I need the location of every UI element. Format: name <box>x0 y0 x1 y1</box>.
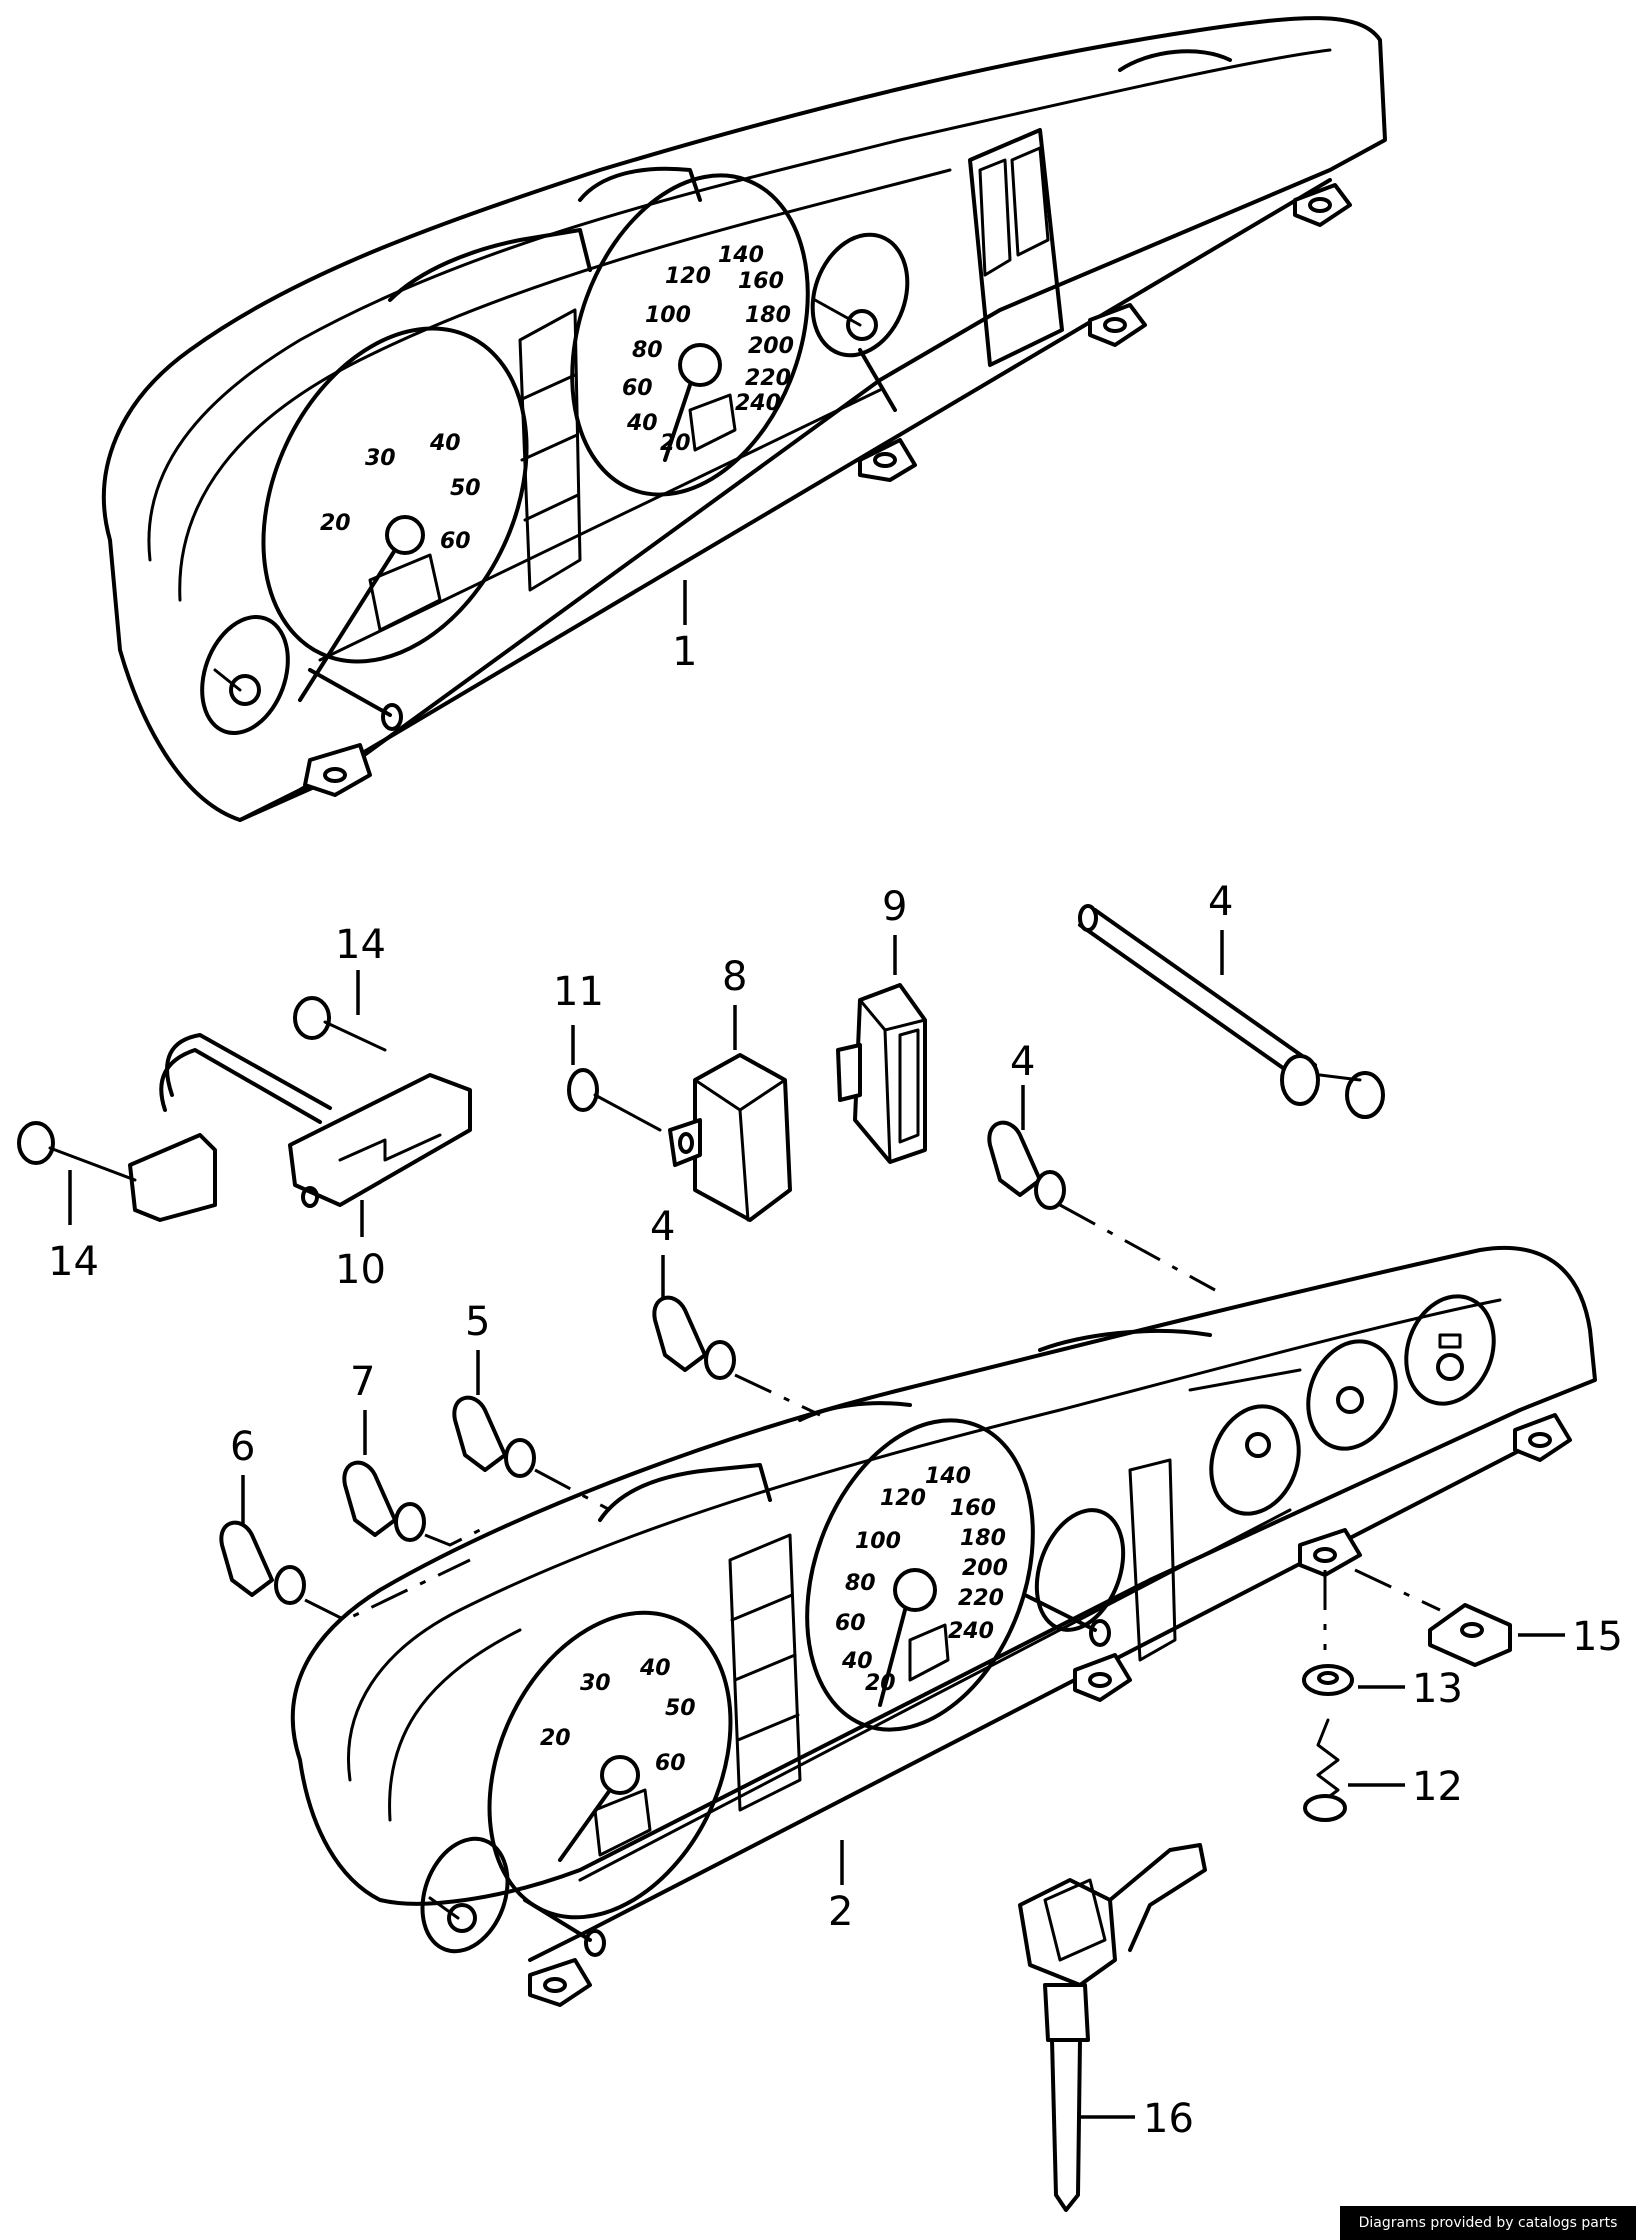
instrument-cluster-upper[interactable]: 20 30 40 50 60 20 40 60 80 100 120 140 1… <box>101 16 1387 822</box>
callout-8[interactable]: 8 <box>722 954 747 1000</box>
callout-15[interactable]: 15 <box>1572 1614 1623 1660</box>
mounting-tab <box>303 743 372 797</box>
tach-tick-label: 50 <box>665 1696 696 1721</box>
tach-tick-label: 40 <box>639 1656 671 1681</box>
clock-gauge <box>1209 1404 1301 1516</box>
callout-1[interactable]: 1 <box>672 629 697 675</box>
bulb-holder-4-left[interactable] <box>652 1295 736 1380</box>
callout-3[interactable]: 4 <box>1208 879 1233 925</box>
screw[interactable] <box>17 1121 137 1182</box>
speedo-tick-label: 40 <box>841 1649 873 1674</box>
bulb-socket-3[interactable] <box>1078 904 1385 1119</box>
callout-4-right[interactable]: 4 <box>1010 1039 1035 1085</box>
callout-6[interactable]: 6 <box>230 1424 255 1470</box>
callout-14-top[interactable]: 14 <box>335 922 386 968</box>
temp-gauge-upper <box>200 614 290 736</box>
temp-gauge-lower <box>420 1836 510 1954</box>
connector-housing-9[interactable] <box>836 983 927 1164</box>
callout-4-left[interactable]: 4 <box>650 1204 675 1250</box>
speedo-tick-label: 240 <box>735 391 781 416</box>
callout-9[interactable]: 9 <box>882 884 907 930</box>
callout-16[interactable]: 16 <box>1143 2096 1194 2142</box>
callout-13[interactable]: 13 <box>1412 1666 1463 1712</box>
bulb-holder-7[interactable] <box>342 1460 426 1542</box>
speedo-tick-label: 180 <box>745 303 791 328</box>
callout-2[interactable]: 2 <box>828 1889 853 1935</box>
tach-tick-label: 30 <box>365 446 396 471</box>
oil-temp-gauge <box>1306 1339 1398 1451</box>
mounting-tab <box>858 438 917 482</box>
speedo-tick-label: 100 <box>855 1529 901 1554</box>
speedo-tick-label: 120 <box>665 264 711 289</box>
speedo-tick-label: 180 <box>960 1526 1006 1551</box>
mounting-tab <box>1073 1653 1132 1702</box>
callout-10[interactable]: 10 <box>335 1247 386 1293</box>
callout-5[interactable]: 5 <box>465 1299 490 1345</box>
tach-tick-label: 60 <box>440 529 471 554</box>
speedo-tick-label: 60 <box>835 1611 866 1636</box>
diagram-credit: Diagrams provided by catalogs parts <box>1340 2206 1636 2240</box>
speedo-tick-label: 20 <box>660 431 691 456</box>
mounting-tab <box>1293 183 1352 227</box>
speedo-tick-label: 160 <box>738 269 784 294</box>
speedo-tick-label: 80 <box>845 1571 876 1596</box>
speedo-tick-label: 220 <box>958 1586 1004 1611</box>
fuel-gauge-lower <box>1404 1294 1496 1406</box>
speedo-tick-label: 120 <box>880 1486 926 1511</box>
assembly-line <box>304 1558 471 1622</box>
speedo-tick-label: 200 <box>962 1556 1008 1581</box>
ribbon-cable-connector[interactable] <box>128 1033 472 1222</box>
assembly-line <box>734 1373 821 1417</box>
speedo-tick-label: 200 <box>748 334 794 359</box>
mounting-tab <box>1298 1528 1362 1577</box>
tachometer-lower: 20 30 40 50 60 <box>487 1610 733 1920</box>
assembly-line <box>424 1523 491 1547</box>
screw[interactable] <box>293 996 387 1052</box>
fuel-gauge-upper <box>810 232 910 358</box>
assembly-line <box>534 1468 611 1512</box>
mounting-tab <box>1513 1413 1572 1462</box>
mounting-tab <box>528 1958 592 2007</box>
callout-12[interactable]: 12 <box>1412 1764 1463 1810</box>
relay-module-8[interactable] <box>668 1053 792 1222</box>
bulb-holder-5[interactable] <box>452 1395 536 1478</box>
speedo-tick-label: 80 <box>632 338 663 363</box>
tach-tick-label: 20 <box>320 511 351 536</box>
speedo-tick-label: 140 <box>925 1464 971 1489</box>
assembly-line <box>1354 1568 1441 1612</box>
mounting-tab <box>1088 303 1147 347</box>
assembly-line <box>1059 1203 1216 1292</box>
tach-tick-label: 50 <box>450 476 481 501</box>
callout-11[interactable]: 11 <box>553 969 604 1015</box>
callout-14-bottom[interactable]: 14 <box>48 1239 99 1285</box>
tach-tick-label: 40 <box>429 431 461 456</box>
speedo-tick-label: 20 <box>865 1671 896 1696</box>
bulb-holder-4-right[interactable] <box>987 1120 1066 1210</box>
callout-7[interactable]: 7 <box>350 1359 375 1405</box>
speedo-tick-label: 220 <box>745 366 791 391</box>
bulb-holder-6[interactable] <box>219 1520 306 1605</box>
clip-15[interactable] <box>1428 1603 1512 1667</box>
speedo-tick-label: 100 <box>645 303 691 328</box>
speedo-tick-label: 240 <box>948 1619 994 1644</box>
speedo-tick-label: 60 <box>622 376 653 401</box>
screw-11[interactable] <box>567 1068 662 1132</box>
washer-13[interactable] <box>1302 1664 1354 1696</box>
instrument-cluster-lower[interactable]: 20 30 40 50 60 20 40 60 80 100 120 140 1… <box>290 1245 1597 2007</box>
speedo-tick-label: 140 <box>718 243 764 268</box>
tach-tick-label: 60 <box>655 1751 686 1776</box>
speedo-tick-label: 40 <box>626 411 658 436</box>
screw-12[interactable] <box>1303 1718 1347 1822</box>
tach-tick-label: 20 <box>540 1726 571 1751</box>
temperature-sender-16[interactable] <box>1018 1843 1207 2212</box>
speedo-tick-label: 160 <box>950 1496 996 1521</box>
tach-tick-label: 30 <box>580 1671 611 1696</box>
speedometer-upper: 20 40 60 80 100 120 140 160 180 200 220 … <box>570 173 810 497</box>
speedometer-lower: 20 40 60 80 100 120 140 160 180 200 220 … <box>805 1418 1035 1732</box>
